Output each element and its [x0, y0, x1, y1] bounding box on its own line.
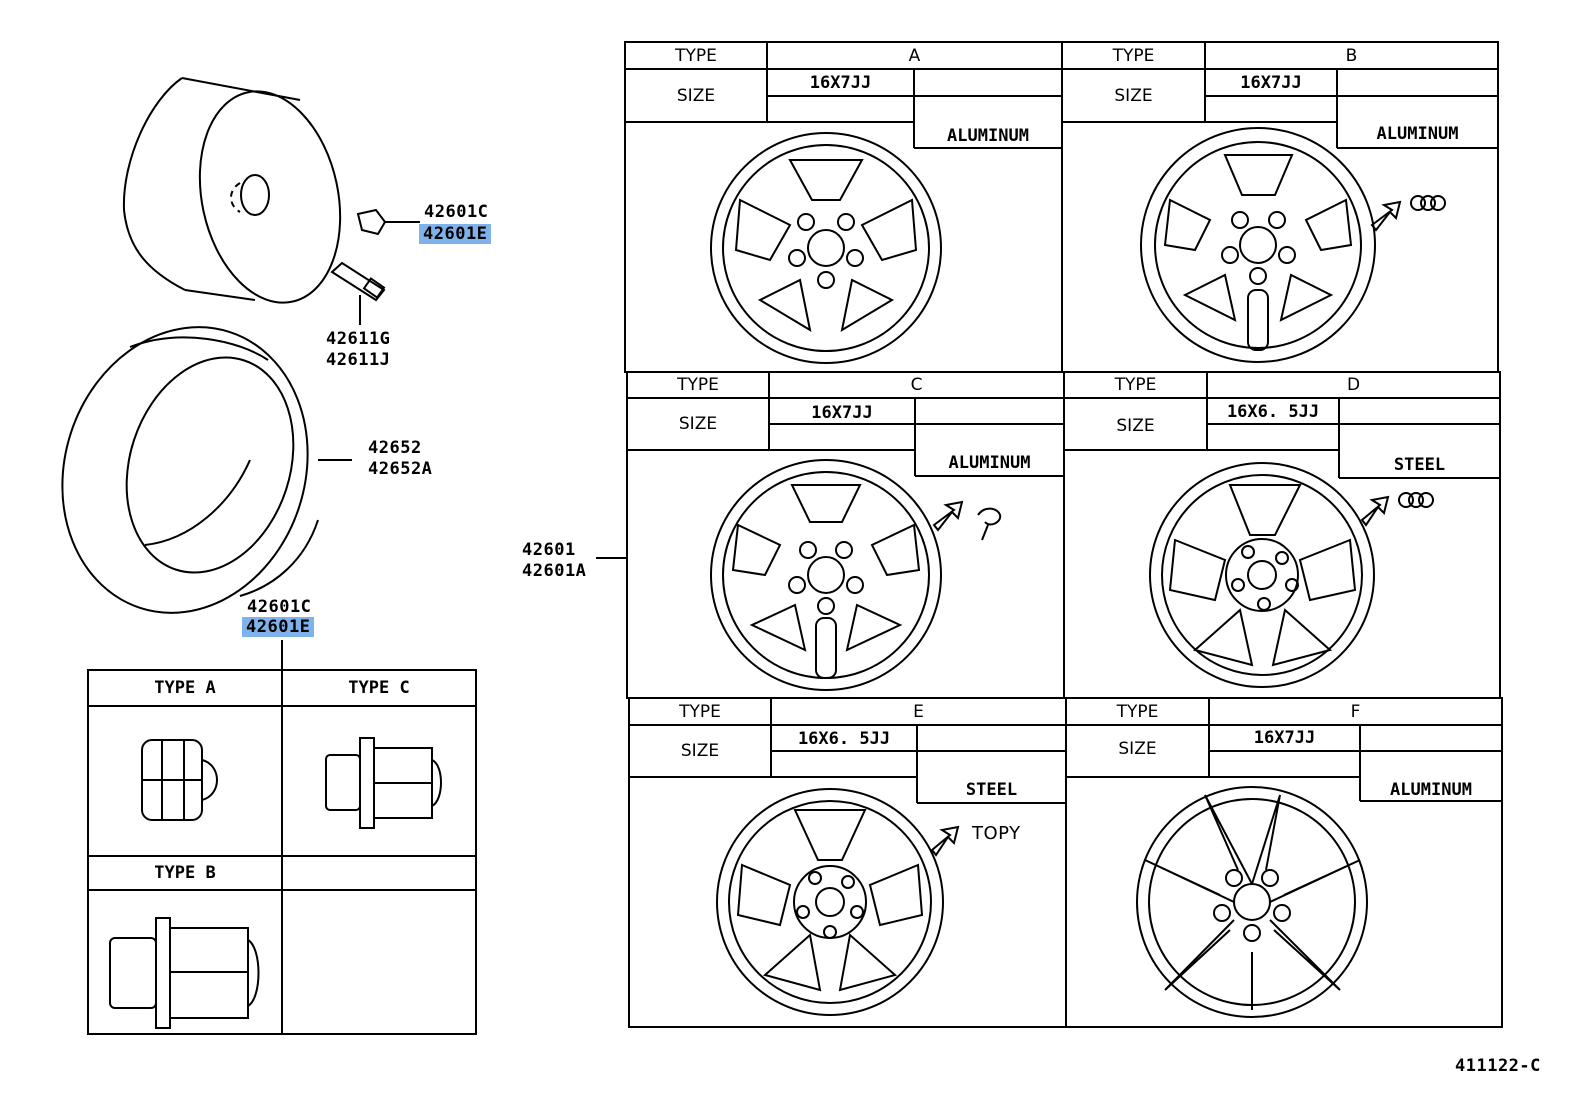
- wheel-type-f-illustration: [1136, 786, 1368, 1018]
- wheel-e-type-label: TYPE: [679, 702, 721, 722]
- wheel-f-size-label: SIZE: [1118, 739, 1157, 759]
- nut-type-b-header: TYPE B: [154, 863, 216, 883]
- nut-type-c-header: TYPE C: [348, 678, 410, 698]
- callout-42601: 42601: [522, 540, 576, 560]
- wheel-d-size-value: 16X6. 5JJ: [1226, 402, 1320, 422]
- wheel-b-size-value: 16X7JJ: [1240, 73, 1302, 93]
- wheel-a-type-value: A: [908, 46, 921, 66]
- nut-table-grid: [87, 640, 477, 1035]
- flange-nut-type-b-illustration: [109, 917, 260, 1029]
- wheel-e-size-label: SIZE: [680, 741, 720, 761]
- callout-42652a: 42652A: [368, 459, 433, 479]
- nut-cap-illustration: [356, 208, 420, 236]
- wheel-c-size-label: SIZE: [678, 414, 718, 434]
- wheel-b-type-label: TYPE: [1112, 46, 1155, 66]
- wheel-type-a-illustration: [710, 132, 942, 364]
- wheel-type-c-illustration: [710, 459, 1002, 691]
- wheel-e-maker-mark: TOPY: [972, 823, 1021, 844]
- wheel-e-size-value: 16X6. 5JJ: [797, 729, 891, 749]
- wheel-d-type-label: TYPE: [1114, 375, 1157, 395]
- flange-nut-type-c-illustration: [325, 737, 442, 829]
- wheel-f-type-value: F: [1350, 702, 1361, 722]
- callout-42652: 42652: [368, 438, 422, 458]
- wheel-d-type-value: D: [1346, 375, 1361, 395]
- cap-nut-type-a-illustration: [141, 739, 218, 821]
- callout-42611g: 42611G: [326, 329, 391, 349]
- wheel-type-e-illustration: [716, 788, 960, 1016]
- callout-42601e-top[interactable]: 42601E: [419, 224, 492, 244]
- wheel-type-b-illustration: [1140, 127, 1446, 363]
- wheel-a-type-label: TYPE: [675, 46, 717, 66]
- wheel-f-type-label: TYPE: [1116, 702, 1159, 722]
- callout-42601c-bottom: 42601C: [247, 597, 312, 617]
- wheel-drum-illustration: [122, 77, 342, 304]
- tire-illustration: [61, 326, 352, 614]
- nut-type-a-header: TYPE A: [154, 678, 216, 698]
- wheel-f-material: ALUMINUM: [1390, 780, 1472, 800]
- wheel-f-size-value: 16X7JJ: [1253, 728, 1316, 748]
- wheel-b-type-value: B: [1345, 46, 1358, 66]
- wheel-table-grid: [624, 41, 1503, 1028]
- wheel-type-d-illustration: [1149, 462, 1434, 688]
- callout-42601a: 42601A: [522, 561, 587, 581]
- wheel-e-type-value: E: [913, 702, 924, 722]
- wheel-e-material: STEEL: [965, 780, 1018, 800]
- wheel-d-material: STEEL: [1393, 455, 1446, 475]
- wheel-a-size-label: SIZE: [676, 86, 716, 106]
- figure-id: 411122-C: [1455, 1056, 1541, 1076]
- valve-stem-illustration: [330, 261, 386, 325]
- wheel-b-material: ALUMINUM: [1376, 124, 1459, 144]
- wheel-c-material: ALUMINUM: [948, 453, 1031, 473]
- wheel-c-size-value: 16X7JJ: [811, 403, 873, 423]
- wheel-a-material: ALUMINUM: [947, 126, 1029, 146]
- wheel-c-type-label: TYPE: [677, 375, 719, 395]
- wheel-a-size-value: 16X7JJ: [809, 73, 872, 93]
- wheel-d-size-label: SIZE: [1116, 416, 1155, 436]
- callout-42601c-top: 42601C: [424, 202, 489, 222]
- wheel-b-size-label: SIZE: [1114, 86, 1153, 106]
- callout-42601e-bottom[interactable]: 42601E: [242, 617, 315, 637]
- callout-42611j: 42611J: [326, 350, 391, 370]
- wheel-c-type-value: C: [910, 375, 923, 395]
